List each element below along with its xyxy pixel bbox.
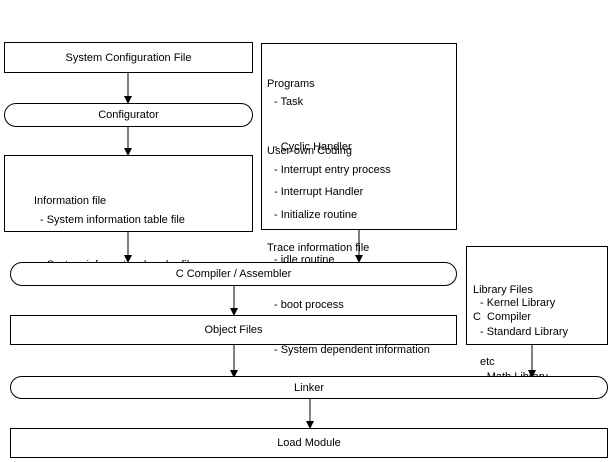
user-own-coding-item: - Interrupt entry process: [274, 164, 391, 176]
c-compiler-assembler-label: C Compiler / Assembler: [175, 268, 292, 280]
programs-box: Programs - Task - Cyclic Handler - Inter…: [261, 43, 457, 356]
linker-node: Linker: [10, 376, 608, 399]
programs-title: Programs: [267, 78, 315, 90]
programs-item: - Interrupt Handler: [274, 186, 364, 198]
information-file-item: - System information table file: [40, 214, 185, 226]
user-own-coding-item: - System dependent information: [274, 344, 430, 356]
library-files-title: Library Files: [473, 284, 533, 296]
kernel-library-item: - Kernel Library: [480, 297, 556, 309]
object-files-box: Object Files: [10, 315, 457, 345]
load-module-label: Load Module: [277, 437, 341, 449]
etc-label: etc: [480, 356, 495, 368]
user-own-coding-title: User-own Coding: [267, 145, 352, 157]
library-files-box: Library Files - Kernel Library C Compile…: [466, 246, 608, 383]
load-module-box: Load Module: [10, 428, 608, 458]
programs-item: - Task: [274, 96, 304, 108]
linker-label: Linker: [294, 381, 324, 394]
information-file-title: Information file: [34, 195, 107, 207]
c-compiler-libraries-title: C Compiler: [473, 311, 532, 323]
configurator-node: Configurator: [4, 103, 253, 127]
configurator-label: Configurator: [98, 109, 159, 121]
user-own-coding-item: - boot process: [274, 299, 344, 311]
programs-item: - Cyclic Handler: [274, 141, 352, 153]
system-configuration-file-label: System Configuration File: [65, 51, 192, 64]
trace-information-file-label: Trace information file: [267, 242, 370, 254]
c-compiler-assembler-node: C Compiler / Assembler: [10, 262, 457, 286]
standard-library-item: - Standard Library: [480, 326, 569, 338]
user-own-coding-item: - Initialize routine: [274, 209, 358, 221]
information-file-box: Information file - System information ta…: [4, 155, 253, 271]
system-configuration-file-box: System Configuration File: [4, 42, 253, 73]
object-files-label: Object Files: [204, 324, 263, 336]
